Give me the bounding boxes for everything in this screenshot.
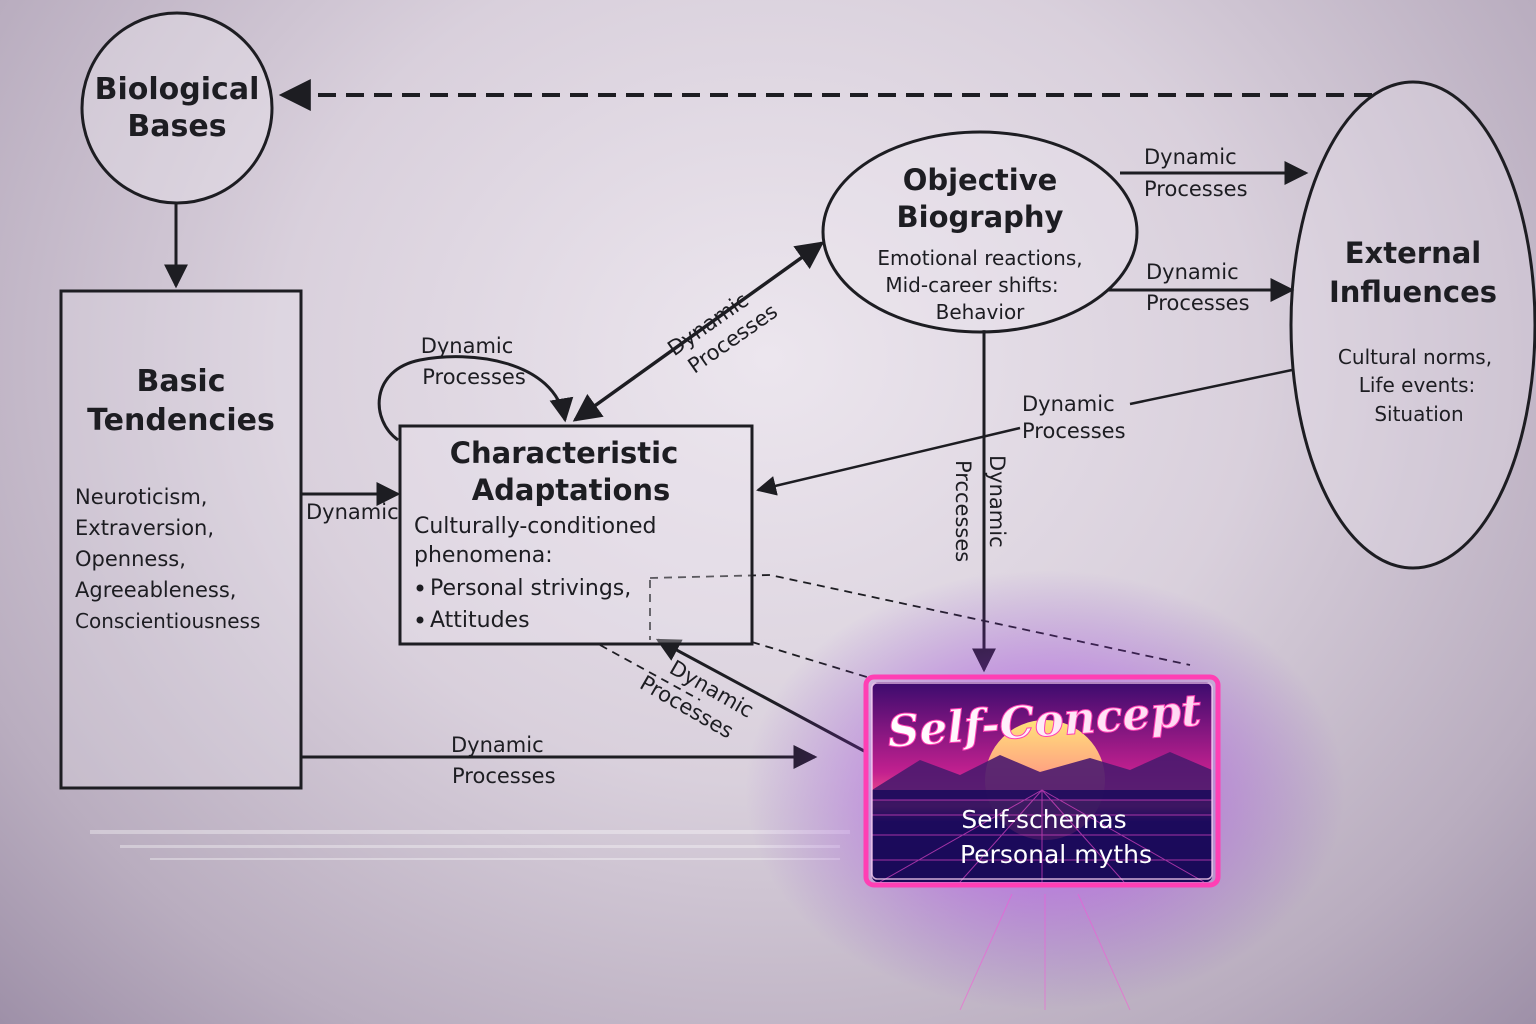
neon-frame (863, 674, 1221, 888)
basic-tendencies-title-2: Tendencies (87, 403, 275, 438)
biography-title-2: Biography (897, 200, 1064, 234)
trait-item: Agreeableness, (75, 578, 236, 602)
adaptations-text-2: phenomena: (414, 543, 553, 568)
edge-adaptations-self-loop (377, 355, 574, 442)
label-biography-selfconcept-1: Dynamic (985, 455, 1009, 548)
trait-item: Extraversion, (75, 516, 214, 540)
label-tendencies-selfconcept-1: Dynamic (451, 733, 544, 757)
label-external-adaptations-1: Dynamic (1022, 392, 1115, 416)
external-text: Life events: (1359, 373, 1476, 397)
external-text: Cultural norms, (1338, 345, 1492, 369)
label-biography-external-upper-1: Dynamic (1144, 145, 1237, 169)
biography-text: Emotional reactions, (877, 246, 1082, 270)
external-text: Situation (1374, 402, 1463, 426)
mountain-silhouette (872, 752, 1212, 800)
bullet-dot (416, 584, 424, 592)
edge-external-to-adaptations-a (1129, 368, 1293, 406)
biological-bases-title-1: Biological (95, 72, 260, 107)
label-self-loop-2: Processes (422, 365, 526, 389)
node-external-influences: External Influences Cultural norms, Life… (1289, 80, 1536, 570)
biography-text: Mid-career shifts: (885, 273, 1058, 297)
label-tendencies-selfconcept-2: Processes (452, 764, 556, 788)
biological-bases-title-2: Bases (127, 109, 226, 144)
biography-title-1: Objective (903, 163, 1058, 197)
trait-item: Conscientiousness (75, 609, 260, 633)
label-biography-external-upper-2: Processes (1144, 177, 1248, 201)
basic-tendencies-title-1: Basic (136, 364, 225, 399)
motion-streaks (90, 830, 850, 860)
label-tendencies-adaptations: Dynamic (306, 500, 399, 524)
bullet-dot (416, 616, 424, 624)
dashed-projection-lines (599, 574, 1191, 701)
neon-grid (872, 789, 1212, 882)
edge-adaptations-biography (572, 241, 825, 422)
biography-text: Behavior (936, 300, 1026, 324)
adaptations-text-1: Culturally-conditioned (414, 514, 657, 539)
edge-external-to-adaptations-b (756, 426, 1021, 496)
trait-item: Neuroticism, (75, 485, 207, 509)
label-self-loop-1: Dynamic (421, 334, 514, 358)
label-biography-external-lower-1: Dynamic (1146, 260, 1239, 284)
adaptations-bullet: Attitudes (430, 608, 530, 633)
label-biography-selfconcept: Dynamic Prccesses (951, 455, 1009, 562)
label-biography-selfconcept-2: Prccesses (951, 460, 975, 562)
adaptations-title-2: Adaptations (472, 473, 671, 507)
label-adaptations-biography: Dynamic Processes (663, 288, 782, 378)
trait-item: Openness, (75, 547, 186, 571)
adaptations-bullet: Personal strivings, (430, 576, 631, 601)
external-title-1: External (1345, 236, 1482, 270)
external-title-2: Influences (1329, 275, 1497, 309)
node-objective-biography: Objective Biography Emotional reactions,… (821, 130, 1139, 334)
self-concept-text-2: Personal myths (960, 840, 1152, 869)
node-self-concept: Self-Concept Self-schemas Personal myths (745, 570, 1345, 1011)
node-biological-bases: Biological Bases (80, 11, 274, 205)
self-concept-text-1: Self-schemas (961, 805, 1126, 834)
node-characteristic-adaptations: Characteristic Adaptations Culturally-co… (398, 424, 754, 646)
label-biography-external-lower-2: Processes (1146, 291, 1250, 315)
adaptations-title-1: Characteristic (450, 436, 679, 470)
label-external-adaptations-2: Processes (1022, 419, 1126, 443)
node-basic-tendencies: Basic Tendencies Neuroticism, Extraversi… (59, 289, 303, 790)
